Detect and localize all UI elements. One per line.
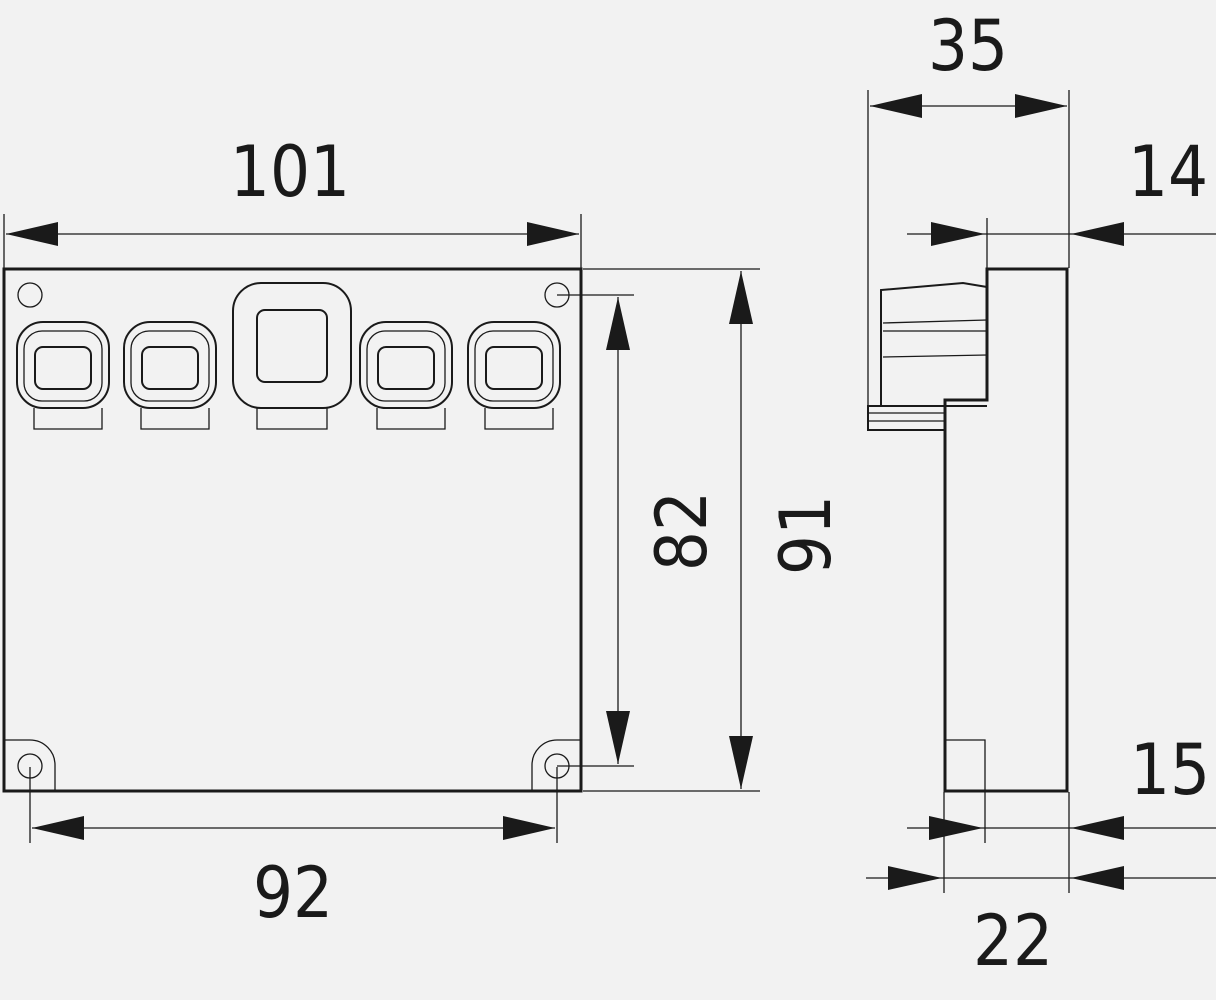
side-connector-line-3 bbox=[882, 354, 988, 358]
connector-outer-shell bbox=[232, 282, 352, 409]
connector-tab bbox=[484, 408, 554, 430]
connector-3 bbox=[232, 282, 352, 430]
connector-socket bbox=[256, 309, 328, 383]
connector-outer-shell bbox=[359, 321, 453, 409]
arrowhead-82-bottom bbox=[606, 711, 630, 764]
connector-inner-ring bbox=[23, 330, 103, 402]
connector-inner-ring bbox=[474, 330, 554, 402]
side-view bbox=[867, 267, 1069, 793]
mounting-boss-bottom-right bbox=[531, 739, 580, 790]
connector-outer-shell bbox=[467, 321, 561, 409]
dimension-label-91: 91 bbox=[765, 495, 847, 575]
front-view bbox=[2, 267, 583, 793]
arrowhead-15-right bbox=[1071, 816, 1124, 840]
arrowhead-14-right bbox=[1071, 222, 1124, 246]
side-foot-outline bbox=[946, 739, 986, 790]
side-dimensions: 35 14 15 22 bbox=[866, 5, 1216, 982]
connector-socket bbox=[141, 346, 199, 390]
side-connector-outline bbox=[880, 281, 988, 407]
connector-group bbox=[16, 282, 561, 430]
arrowhead-91-bottom bbox=[729, 736, 753, 789]
arrowhead-35-left bbox=[870, 94, 922, 118]
arrowhead-22-right bbox=[1071, 866, 1124, 890]
connector-inner-ring bbox=[130, 330, 210, 402]
dimension-label-92: 92 bbox=[253, 852, 333, 934]
connector-outer-shell bbox=[16, 321, 110, 409]
connector-tab bbox=[376, 408, 446, 430]
arrowhead-15-left bbox=[929, 816, 983, 840]
mounting-hole-top-left bbox=[17, 282, 43, 308]
connector-outer-shell bbox=[123, 321, 217, 409]
side-body-outline bbox=[943, 267, 1069, 793]
arrowhead-101-right bbox=[527, 222, 579, 246]
arrowhead-35-right bbox=[1015, 94, 1067, 118]
connector-socket bbox=[377, 346, 435, 390]
dimension-label-14: 14 bbox=[1128, 131, 1208, 213]
connector-4 bbox=[359, 321, 453, 430]
dimension-label-82: 82 bbox=[641, 491, 723, 571]
arrowhead-82-top bbox=[606, 297, 630, 350]
arrowhead-92-left bbox=[32, 816, 84, 840]
connector-2 bbox=[123, 321, 217, 430]
connector-1 bbox=[16, 321, 110, 430]
dimension-label-22: 22 bbox=[973, 900, 1053, 982]
side-connector-line-1 bbox=[882, 319, 988, 324]
mounting-boss-bottom-left bbox=[5, 739, 56, 790]
arrowhead-101-left bbox=[6, 222, 58, 246]
arrowhead-14-left bbox=[931, 222, 985, 246]
arrowhead-92-right bbox=[503, 816, 555, 840]
connector-tab bbox=[256, 408, 328, 430]
connector-tab bbox=[140, 408, 210, 430]
side-latch-outline bbox=[867, 405, 945, 431]
arrowhead-22-left bbox=[888, 866, 942, 890]
connector-socket bbox=[34, 346, 92, 390]
connector-inner-ring bbox=[366, 330, 446, 402]
connector-socket bbox=[485, 346, 543, 390]
front-dimensions: 101 92 82 91 bbox=[3, 131, 847, 934]
connector-tab bbox=[33, 408, 103, 430]
connector-5 bbox=[467, 321, 561, 430]
dimension-label-15: 15 bbox=[1130, 729, 1210, 811]
dimension-label-101: 101 bbox=[230, 131, 350, 213]
arrowhead-91-top bbox=[729, 271, 753, 324]
front-housing-outline bbox=[2, 267, 583, 793]
dimension-label-35: 35 bbox=[928, 5, 1008, 87]
